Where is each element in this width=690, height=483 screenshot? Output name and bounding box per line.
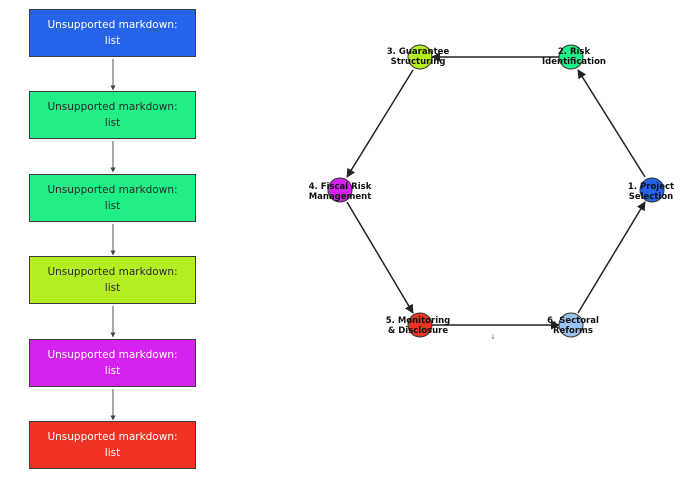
flow-step-3: Unsupported markdown: list — [29, 174, 196, 222]
flow-step-2: Unsupported markdown: list — [29, 91, 196, 139]
cycle-node-6 — [558, 312, 584, 338]
cycle-node-3-label: 3. Guarantee — [387, 47, 450, 57]
flow-step-4: Unsupported markdown: list — [29, 256, 196, 304]
flow-step-6-subtext: list — [104, 447, 121, 459]
cycle-edge-6-to-1 — [577, 201, 646, 314]
cycle-node-6-label: 6. Sectoral — [547, 316, 599, 326]
flow-step-6: Unsupported markdown: list — [29, 421, 196, 469]
flow-step-5-text: Unsupported markdown: — [47, 349, 178, 361]
flowchart-connectors — [110, 59, 116, 421]
flow-step-3-subtext: list — [104, 200, 121, 212]
cycle-node-2 — [558, 44, 584, 70]
flow-step-1: Unsupported markdown: list — [29, 9, 196, 57]
cycle-node-3 — [407, 44, 433, 70]
cycle-node-6-sublabel: Reforms — [553, 326, 593, 336]
flow-step-1-text: Unsupported markdown: — [47, 19, 178, 31]
cycle-node-2-sublabel: Identification — [542, 57, 606, 67]
flow-step-6-text: Unsupported markdown: — [47, 431, 178, 443]
flow-step-4-subtext: list — [104, 282, 121, 294]
flow-step-1-subtext: list — [104, 35, 121, 47]
cycle-node-1 — [639, 177, 665, 203]
down-arrow-icon: ↓ — [490, 333, 496, 341]
cycle-edge-3-to-4 — [346, 69, 414, 178]
cycle-edge-4-to-5 — [346, 201, 414, 314]
cycle-node-1-sublabel: Selection — [629, 192, 673, 202]
cycle-node-5-label: 5. Monitoring — [386, 316, 451, 326]
cycle-node-5-sublabel: & Disclosure — [388, 326, 448, 336]
cycle-node-5 — [407, 312, 433, 338]
flow-step-5-subtext: list — [104, 365, 121, 377]
cycle-node-2-label: 2. Risk — [558, 47, 591, 57]
flow-step-5: Unsupported markdown: list — [29, 339, 196, 387]
flow-step-4-text: Unsupported markdown: — [47, 266, 178, 278]
cycle-node-1-label: 1. Project — [628, 182, 674, 192]
cycle-edge-1-to-2 — [577, 69, 646, 178]
cycle-node-4-label: 4. Fiscal Risk — [309, 182, 372, 192]
cycle-node-4 — [327, 177, 353, 203]
flow-step-2-text: Unsupported markdown: — [47, 101, 178, 113]
flow-step-2-subtext: list — [104, 117, 121, 129]
cycle-node-3-sublabel: Structuring — [391, 57, 446, 67]
flow-step-3-text: Unsupported markdown: — [47, 184, 178, 196]
cycle-node-4-sublabel: Management — [309, 192, 372, 202]
